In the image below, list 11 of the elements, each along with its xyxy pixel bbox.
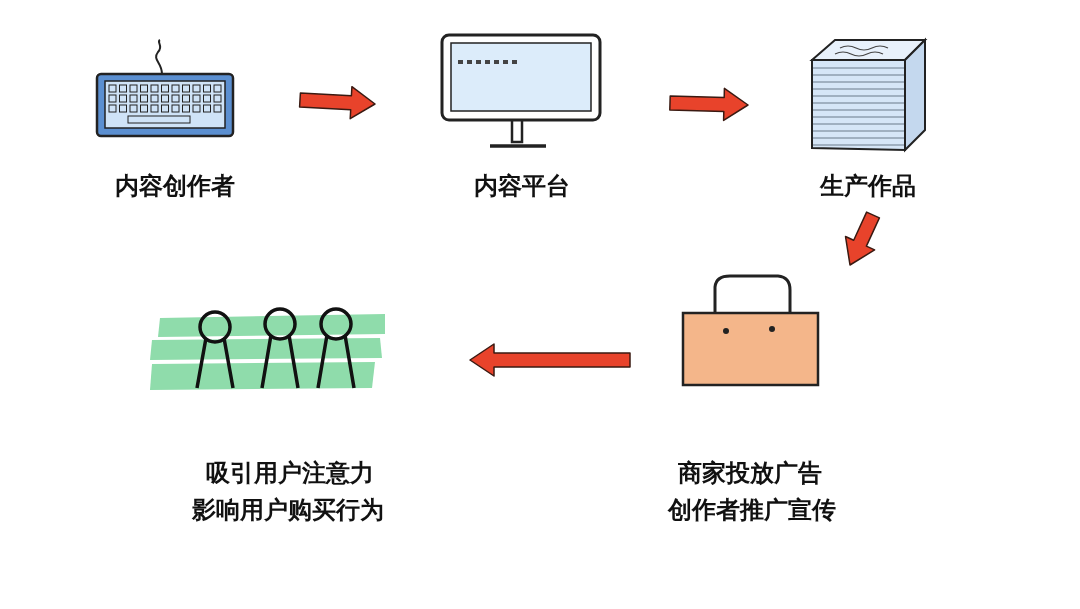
- node-label: 内容创作者: [114, 171, 236, 201]
- arrow: [669, 87, 749, 122]
- arrow: [298, 85, 376, 120]
- node-label: 生产作品: [818, 171, 917, 201]
- node-label: 吸引用户注意力: [205, 458, 375, 488]
- node-label: 创作者推广宣传: [666, 495, 837, 525]
- node-label: 商家投放广告: [677, 458, 823, 488]
- node-label: 影响用户购买行为: [191, 495, 385, 525]
- node-label: 内容平台: [473, 171, 571, 201]
- arrow: [469, 343, 631, 377]
- arrow: [844, 211, 881, 266]
